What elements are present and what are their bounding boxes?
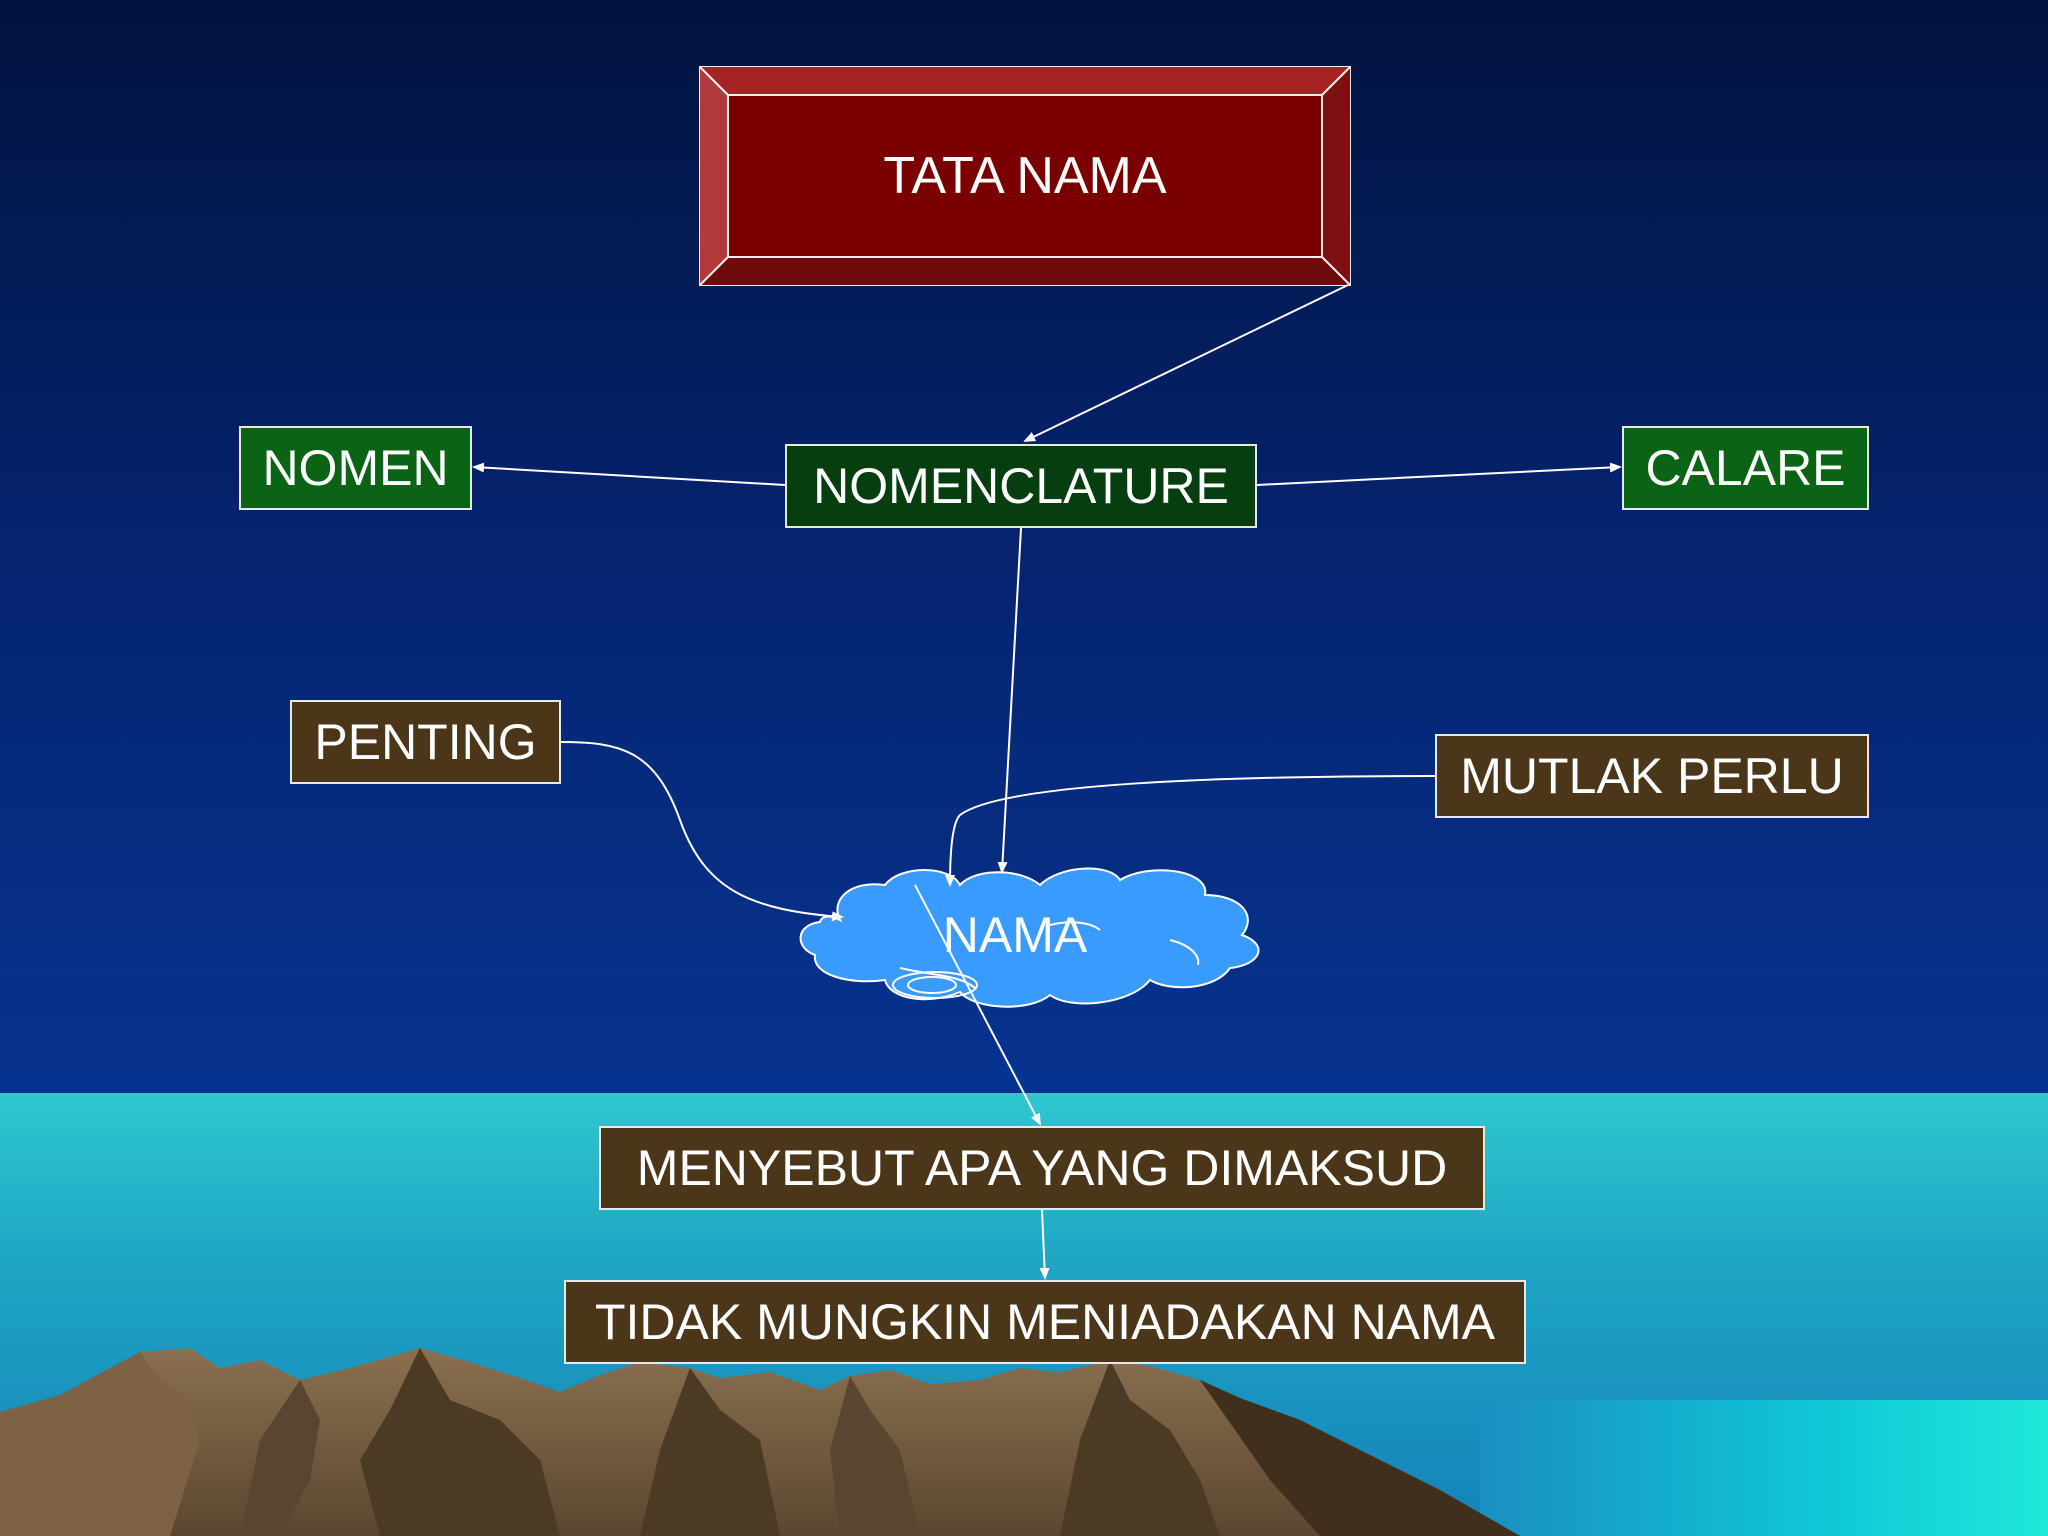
node-penting: PENTING: [290, 700, 561, 784]
node-mutlak-perlu: MUTLAK PERLU: [1435, 734, 1869, 818]
nama-cloud-shape: [799, 867, 1260, 1008]
node-menyebut: MENYEBUT APA YANG DIMAKSUD: [599, 1126, 1485, 1210]
node-nomen: NOMEN: [239, 426, 472, 510]
title-box-frame: [699, 66, 1351, 286]
connector-lines: [472, 284, 1622, 1280]
node-nama: NAMA: [942, 907, 1088, 963]
edge-penting-to-nama: [560, 741, 844, 922]
edge-tata-to-nomenclature: [1023, 284, 1349, 442]
edge-nomenclature-to-calare: [1256, 462, 1622, 486]
edge-nama-to-menyebut: [914, 884, 1041, 1126]
mountains-illustration: [0, 1348, 1520, 1536]
edge-mutlak-to-nama: [945, 775, 1436, 887]
node-nomenclature: NOMENCLATURE: [785, 444, 1257, 528]
node-tidak-mungkin: TIDAK MUNGKIN MENIADAKAN NAMA: [564, 1280, 1526, 1364]
lagoon-background: [1480, 1400, 2048, 1536]
node-tata-nama: TATA NAMA: [700, 67, 1350, 285]
edge-menyebut-to-tidak: [1039, 1209, 1050, 1280]
node-calare: CALARE: [1622, 426, 1869, 510]
edge-nomenclature-to-nama: [997, 527, 1022, 874]
edge-nomenclature-to-nomen: [472, 462, 786, 486]
node-tata-nama-label: TATA NAMA: [883, 147, 1167, 205]
